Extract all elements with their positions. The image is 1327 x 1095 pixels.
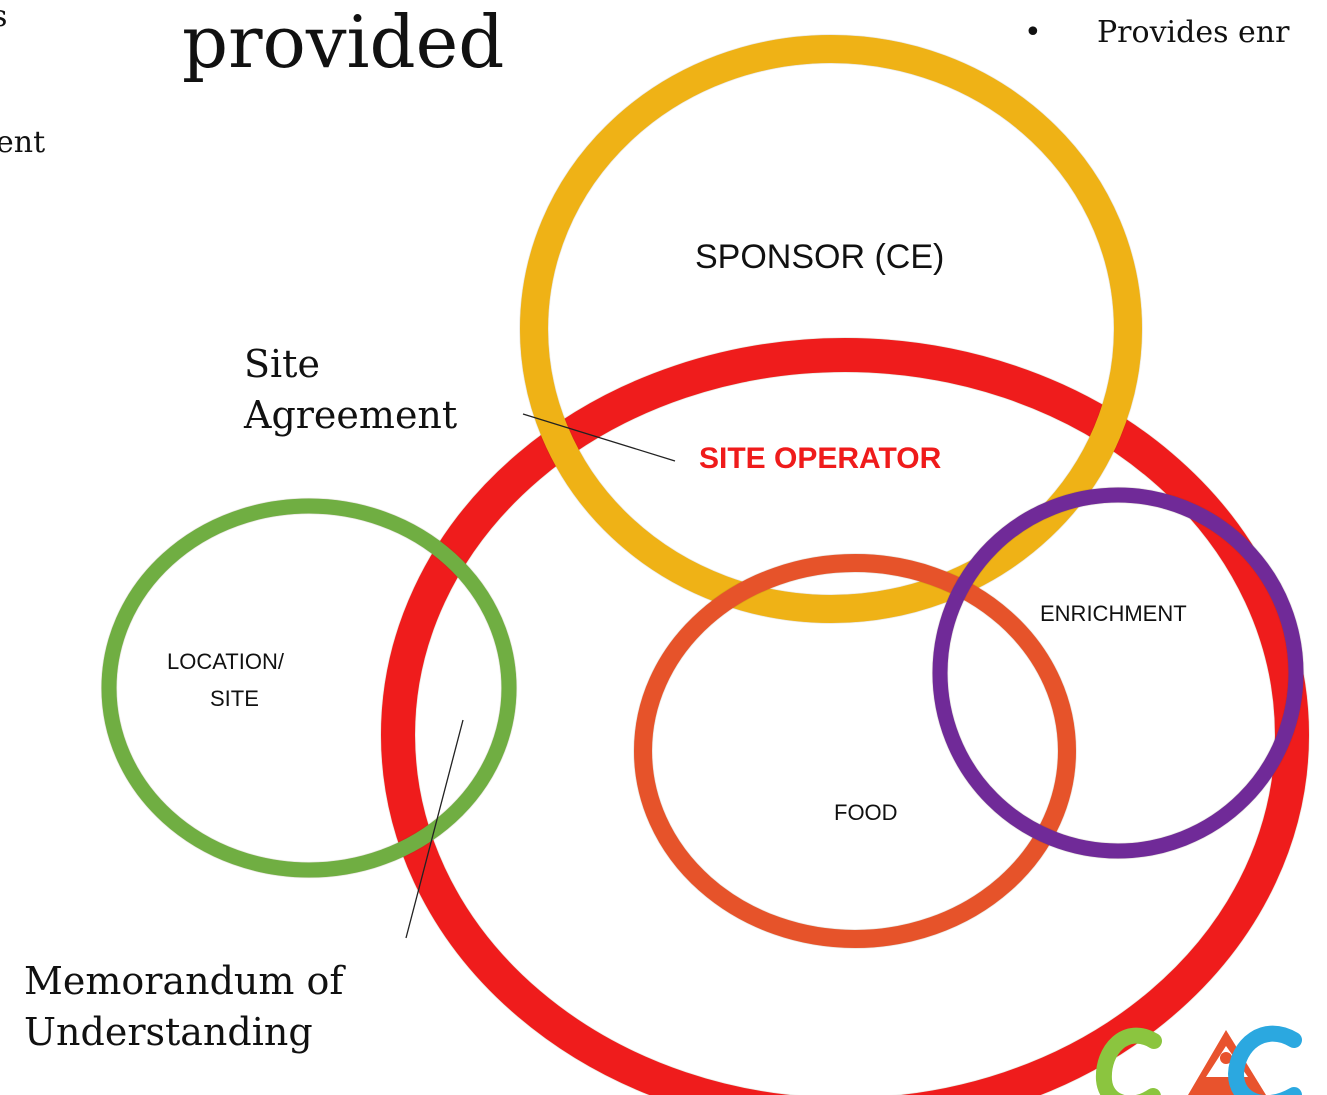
site-agreement-connector-line xyxy=(522,413,676,462)
mou-connector-line xyxy=(405,719,464,939)
left-text-fragment-bottom: ent xyxy=(0,125,46,160)
location-label-line-2: SITE xyxy=(210,686,259,711)
site-operator-label: SITE OPERATOR xyxy=(699,442,942,475)
enrichment-label: ENRICHMENT xyxy=(1040,601,1187,626)
cacfp-logo xyxy=(1095,1025,1302,1095)
enrichment-circle xyxy=(932,487,1304,859)
left-text-fragment-top: s xyxy=(0,2,7,32)
site-agreement-label-line-2: Agreement xyxy=(244,393,458,437)
location-site-circle xyxy=(101,498,517,878)
bullet-point: • xyxy=(1024,15,1042,50)
mou-label-line-2: Understanding xyxy=(24,1010,313,1054)
food-label: FOOD xyxy=(834,800,898,825)
top-right-text-fragment: Provides enr xyxy=(1097,15,1290,50)
site-agreement-label-line-1: Site xyxy=(244,342,320,386)
location-label-line-1: LOCATION/ xyxy=(167,649,284,674)
page-title-fragment: provided xyxy=(182,0,505,84)
sponsor-circle xyxy=(520,35,1142,623)
mou-label-line-1: Memorandum of xyxy=(24,959,344,1003)
food-circle xyxy=(634,554,1076,948)
sponsor-label: SPONSOR (CE) xyxy=(695,238,945,276)
